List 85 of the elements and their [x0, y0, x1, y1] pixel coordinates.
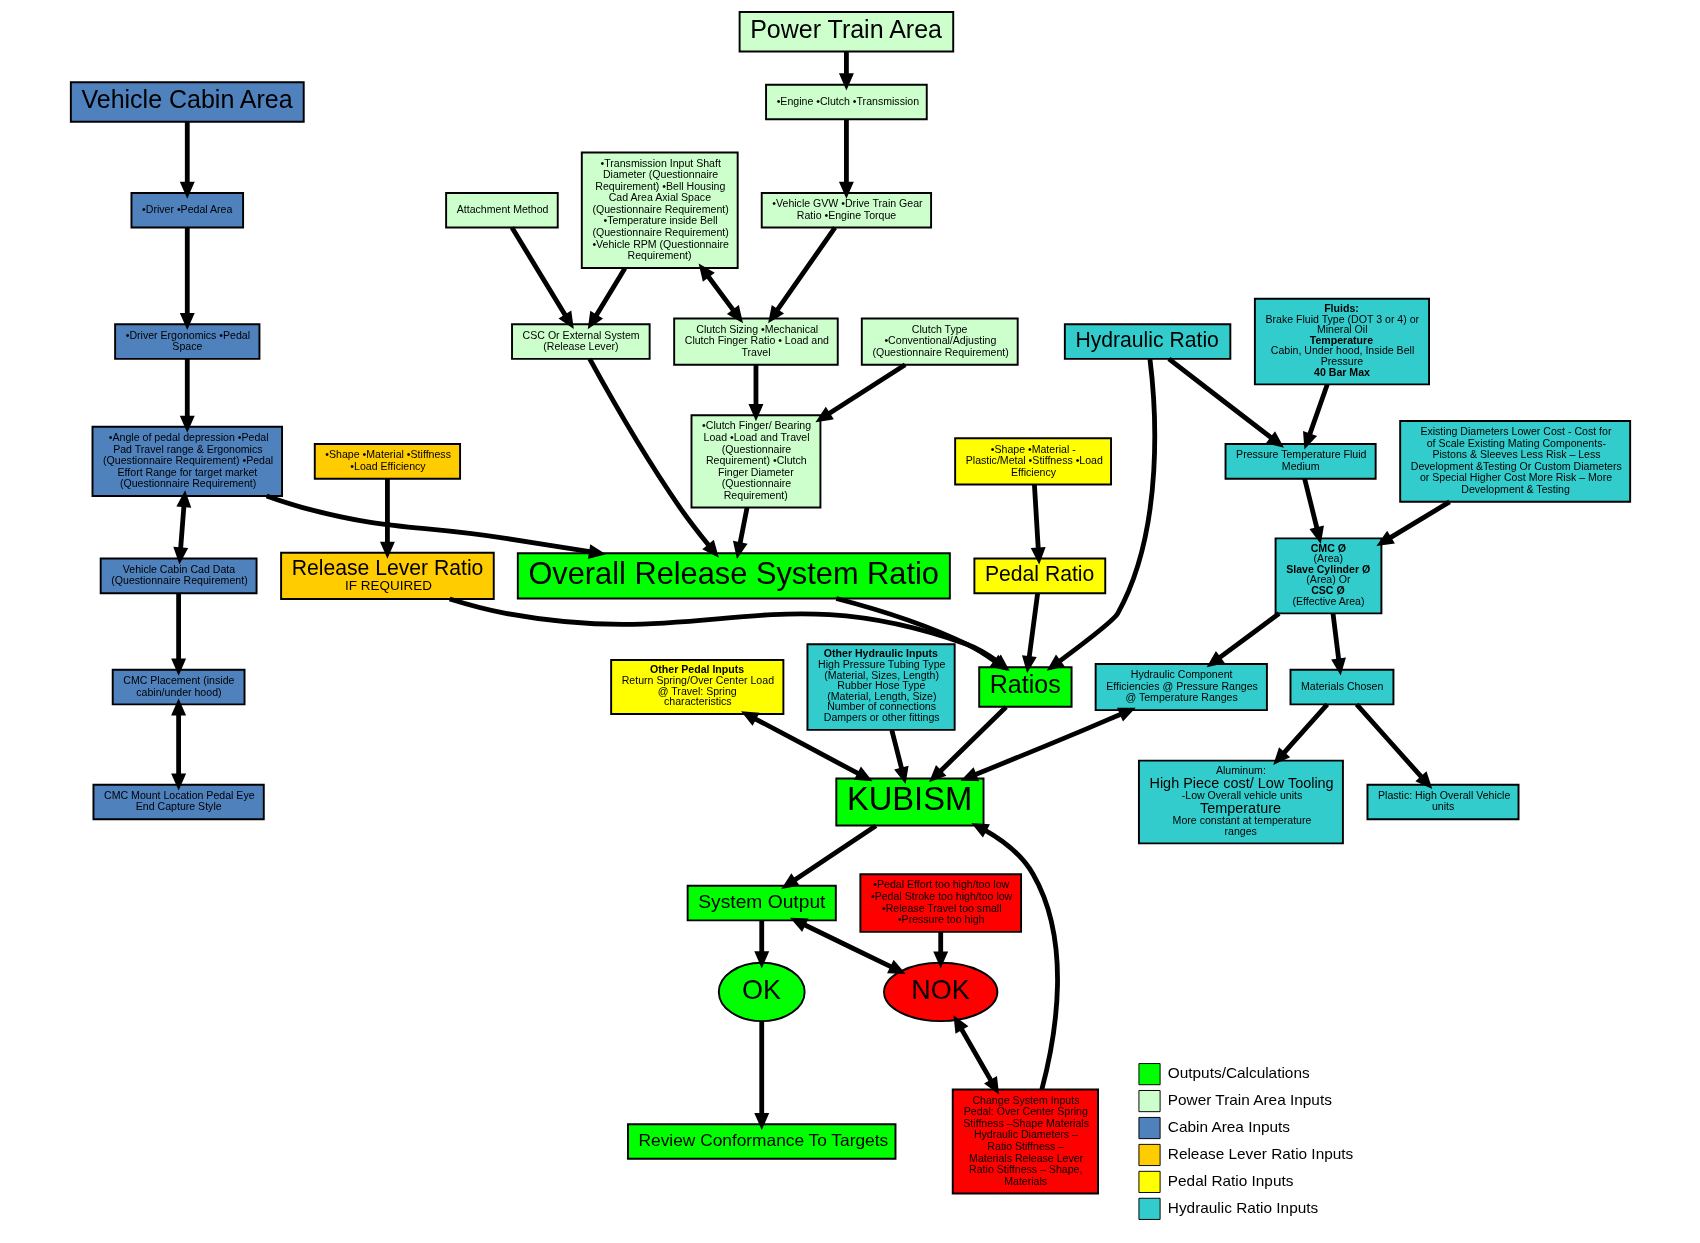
- arrow: [1030, 484, 1046, 565]
- node-box: Ratios: [977, 666, 1073, 708]
- node-box: KUBISM: [834, 777, 984, 827]
- arrow: [932, 932, 948, 969]
- node-box: System Output: [686, 884, 837, 922]
- node-box: •Engine •Clutch •Transmission: [764, 83, 928, 121]
- legend-label: Power Train Area Inputs: [1167, 1090, 1332, 1108]
- arrow: [1301, 478, 1324, 544]
- arrow: [748, 364, 763, 422]
- arrow: [838, 119, 854, 199]
- arrow: [888, 729, 909, 785]
- arrow: [960, 707, 1136, 782]
- arrow: [740, 711, 872, 782]
- node-box: Existing Diameters Lower Cost - Cost for of Scale Existing Mating Components- Pistons & Sleeves Less Risk – Less Development &Testing Or Custom Diameters or Special Higher Cost More Risk – More Development & Testing: [1398, 420, 1631, 503]
- arrow: [698, 263, 743, 324]
- arrow: [767, 226, 837, 324]
- arrow: [928, 705, 1008, 783]
- arrow: [1046, 358, 1157, 671]
- arrow: [509, 226, 574, 330]
- node-box: Aluminum: High Piece cost/ Low Tooling -Low Overall vehicle units Temperature More constant at temperature ranges: [1137, 759, 1344, 845]
- arrow: [1272, 702, 1329, 765]
- arrow: [1354, 702, 1432, 790]
- node-box: CSC Or External System (Release Lever): [510, 323, 651, 360]
- arrow: [170, 593, 186, 676]
- arrow: [587, 267, 627, 330]
- arrow: [753, 1021, 769, 1131]
- arrow: [780, 823, 877, 889]
- arrow: [179, 358, 195, 433]
- node-box: •Shape •Material •Stiffness •Load Efficiency: [313, 443, 461, 480]
- node-box: Clutch Type •Conventional/Adjusting (Questionnaire Requirement): [860, 317, 1019, 366]
- arrow: [587, 357, 719, 558]
- node-box: CMC Mount Location Pedal Eye End Capture Style: [92, 783, 265, 821]
- node-box: •Shape •Material - Plastic/Metal •Stiffness •Load Efficiency: [953, 437, 1112, 486]
- node-box: Vehicle Cabin Cad Data (Questionnaire Requirement): [99, 557, 257, 595]
- arrow: [1302, 383, 1330, 450]
- node-box: •Driver •Pedal Area: [130, 191, 244, 229]
- arrow: [753, 920, 769, 969]
- arrow: [970, 822, 1060, 1090]
- arrow: [179, 121, 195, 199]
- arrow: [1166, 357, 1284, 448]
- node-box: Power Train Area: [738, 11, 954, 53]
- node-box: CMC Placement (inside cabin/under hood): [111, 668, 245, 706]
- legend-label: Pedal Ratio Inputs: [1167, 1171, 1293, 1189]
- legend-label: Hydraulic Ratio Inputs: [1167, 1198, 1318, 1216]
- node-box: CMC Ø (Area) Slave Cylinder Ø (Area) Or CSC Ø (Effective Area): [1274, 537, 1382, 615]
- node-box: Pressure Temperature Fluid Medium: [1224, 443, 1377, 480]
- node-box: Pedal Ratio: [972, 557, 1106, 595]
- node-box: Materials Chosen: [1289, 668, 1394, 706]
- node-box: Other Hydraulic Inputs High Pressure Tubing Type (Material, Sizes, Length) Rubber Hose Type (Material, Length, Size) Number of connections Dampers or other fittings: [806, 643, 956, 731]
- node-box: Review Conformance To Targets: [626, 1123, 896, 1160]
- node-box: •Pedal Effort too high/too low •Pedal Stroke too high/too low •Release Travel too small •Pressure too high: [858, 873, 1022, 933]
- node-box: Change System Inputs Pedal: Over Center Spring Stiffness –Shape Materials Hydraulic Diameters – Ratio Stiffness – Materials Release Lever Ratio Stiffness – Shape, Materials: [951, 1088, 1099, 1195]
- arrow: [1375, 499, 1451, 546]
- node-box: Vehicle Cabin Area: [69, 81, 305, 123]
- arrow: [732, 507, 749, 559]
- node-box: Other Pedal Inputs Return Spring/Over Center Load @ Travel: Spring characteristics: [609, 659, 784, 715]
- arrow: [789, 917, 906, 974]
- node-box: •Transmission Input Shaft Diameter (Questionnaire Requirement) •Bell Housing Cad Area Axial Space (Questionnaire Requirement) •Temperature inside Bell (Questionnaire Requirement) •Vehicle RPM (Questionnaire Requirement): [580, 151, 739, 269]
- arrow: [1330, 613, 1346, 676]
- arrow: [172, 490, 191, 565]
- node-box: Overall Release System Ratio: [516, 552, 951, 600]
- arrow: [1021, 593, 1040, 674]
- node-box: Plastic: High Overall Vehicle units: [1366, 783, 1519, 821]
- legend-label: Cabin Area Inputs: [1167, 1117, 1290, 1135]
- node-box: Hydraulic Ratio: [1063, 323, 1231, 360]
- node-box: Release Lever Ratio IF REQUIRED: [279, 551, 495, 600]
- node-box: •Angle of pedal depression •Pedal Pad Travel range & Ergonomics (Questionnaire Requirement) •Pedal Effort Range for target market (Questionnaire Requirement): [91, 425, 283, 497]
- node-box: Fluids: Brake Fluid Type (DOT 3 or 4) or Mineral Oil Temperature Cabin, Under hood, Inside Bell Pressure 40 Bar Max: [1253, 297, 1430, 386]
- node-box: •Driver Ergonomics •Pedal Space: [113, 323, 260, 360]
- node-box: •Clutch Finger/ Bearing Load •Load and Travel (Questionnaire Requirement) •Clutch Finger Diameter (Questionnaire Requirement): [690, 414, 821, 509]
- legend-label: Outputs/Calculations: [1167, 1063, 1310, 1081]
- arrow: [838, 51, 854, 91]
- arrow: [179, 227, 195, 330]
- node-box: Attachment Method: [444, 191, 559, 229]
- arrow: [265, 493, 606, 559]
- arrow: [170, 698, 186, 791]
- arrow: [814, 362, 906, 423]
- arrow: [1206, 611, 1280, 668]
- arrow: [379, 478, 395, 559]
- node-box: Clutch Sizing •Mechanical Clutch Finger Ratio • Load and Travel: [672, 317, 839, 366]
- node-ellipse: OK: [717, 961, 806, 1023]
- node-box: •Vehicle GVW •Drive Train Gear Ratio •Engine Torque: [760, 191, 932, 229]
- legend-label: Release Lever Ratio Inputs: [1167, 1144, 1353, 1162]
- arrow: [952, 1015, 999, 1095]
- node-box: Hydraulic Component Efficiencies @ Pressure Ranges @ Temperature Ranges: [1094, 662, 1268, 712]
